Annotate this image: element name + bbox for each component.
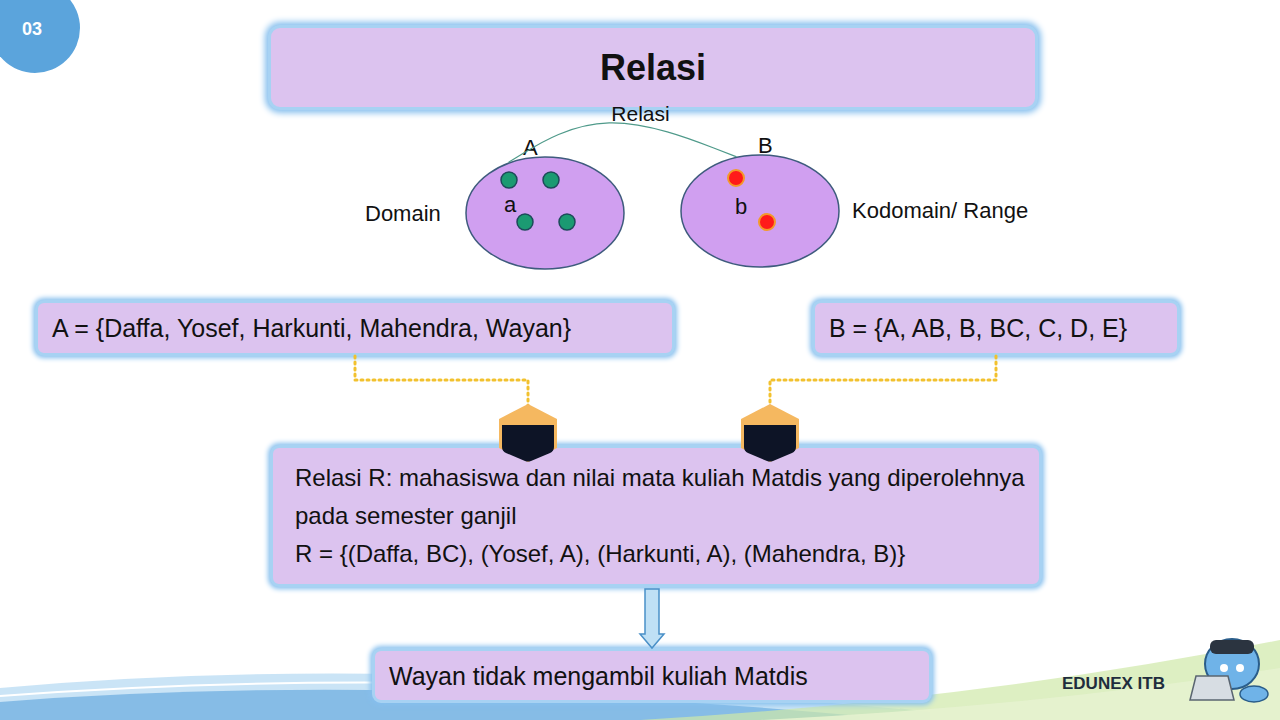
- page-number-badge: [0, 0, 80, 73]
- title-text: Relasi: [600, 47, 706, 89]
- box-text: B = {A, AB, B, BC, C, D, E}: [829, 313, 1127, 343]
- box-text: Wayan tidak mengambil kuliah Matdis: [389, 661, 808, 691]
- mascot-goggles: [1210, 640, 1254, 654]
- domain-caption: Domain: [365, 201, 441, 227]
- relation-arc: [509, 123, 736, 162]
- dotted-connector: [355, 356, 528, 445]
- set-name: B: [758, 134, 773, 158]
- box-text: A = {Daffa, Yosef, Harkunti, Mahendra, W…: [52, 313, 571, 343]
- set-definition-box: A = {Daffa, Yosef, Harkunti, Mahendra, W…: [35, 300, 675, 356]
- mascot-body: [1240, 686, 1268, 702]
- mascot-eye: [1220, 664, 1228, 672]
- connector-label: Relasi: [611, 102, 669, 126]
- ellipse-outline: [680, 154, 840, 268]
- element-name: a: [504, 193, 516, 217]
- note-box: Wayan tidak mengambil kuliah Matdis: [372, 648, 932, 703]
- box-text: Relasi R: mahasiswa dan nilai mata kulia…: [295, 459, 1031, 535]
- dotted-connector: [770, 356, 996, 445]
- codomain-set-ellipse: Bb: [680, 154, 840, 268]
- mascot: [1190, 639, 1268, 702]
- brand-watermark: EDUNEX ITB: [1062, 674, 1165, 694]
- relation-box: Relasi R: mahasiswa dan nilai mata kulia…: [270, 445, 1042, 587]
- page-number: 03: [22, 19, 42, 40]
- ellipse-outline: [465, 156, 625, 270]
- mascot-laptop: [1190, 676, 1234, 700]
- element-name: b: [735, 195, 747, 219]
- box-text: R = {(Daffa, BC), (Yosef, A), (Harkunti,…: [295, 535, 905, 573]
- block-arrow: [640, 589, 664, 648]
- set-name: A: [523, 136, 538, 160]
- codomain-caption: Kodomain/ Range: [852, 198, 1028, 224]
- set-definition-box: B = {A, AB, B, BC, C, D, E}: [812, 300, 1180, 356]
- domain-set-ellipse: Aa: [465, 156, 625, 270]
- set-ellipse-shape: [681, 155, 839, 267]
- title-band: Relasi: [268, 25, 1038, 110]
- set-ellipse-shape: [466, 157, 624, 269]
- mascot-eye: [1236, 664, 1244, 672]
